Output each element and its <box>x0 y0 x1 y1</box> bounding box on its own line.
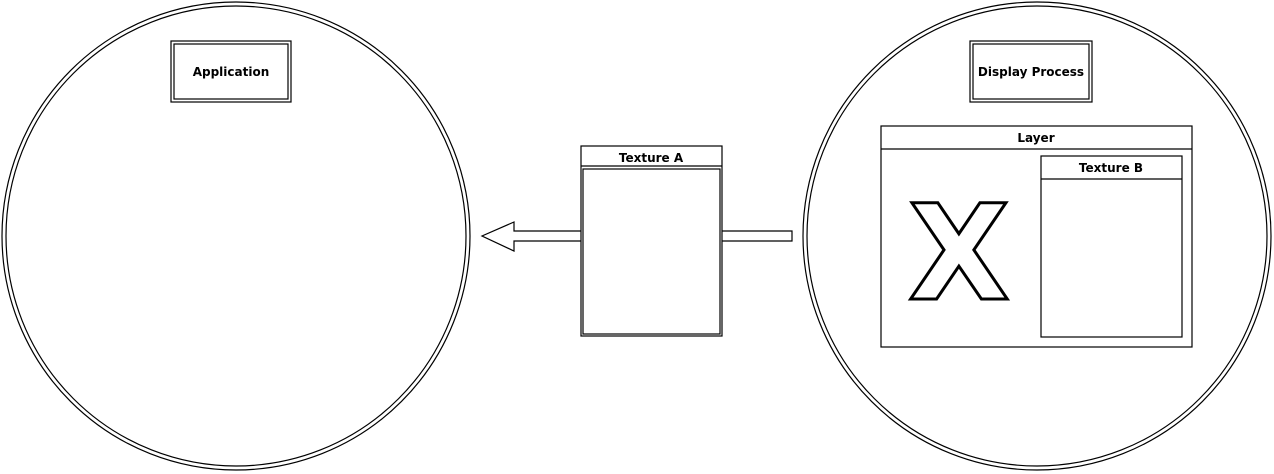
x-glyph-icon: X <box>908 177 1010 331</box>
application-circle-inner <box>5 5 467 467</box>
application-circle-outer <box>1 1 471 471</box>
texture-b-box: Texture B <box>1040 155 1183 338</box>
texture-a-label: Texture A <box>619 151 684 165</box>
application-label: Application <box>193 65 270 79</box>
application-title-box: Application <box>170 40 292 103</box>
texture-b-label: Texture B <box>1079 161 1143 175</box>
layer-label: Layer <box>1017 131 1054 145</box>
application-process: Application <box>1 1 471 471</box>
display-process-title-box: Display Process <box>969 40 1093 103</box>
texture-a-box: Texture A <box>580 145 723 337</box>
display-process-circle-outer <box>802 1 1272 471</box>
layer-box: Layer X Texture B <box>880 125 1193 348</box>
display-process-circle-inner <box>806 5 1268 467</box>
display-process: Display Process Layer X Texture B <box>802 1 1272 471</box>
display-process-label: Display Process <box>978 65 1084 79</box>
